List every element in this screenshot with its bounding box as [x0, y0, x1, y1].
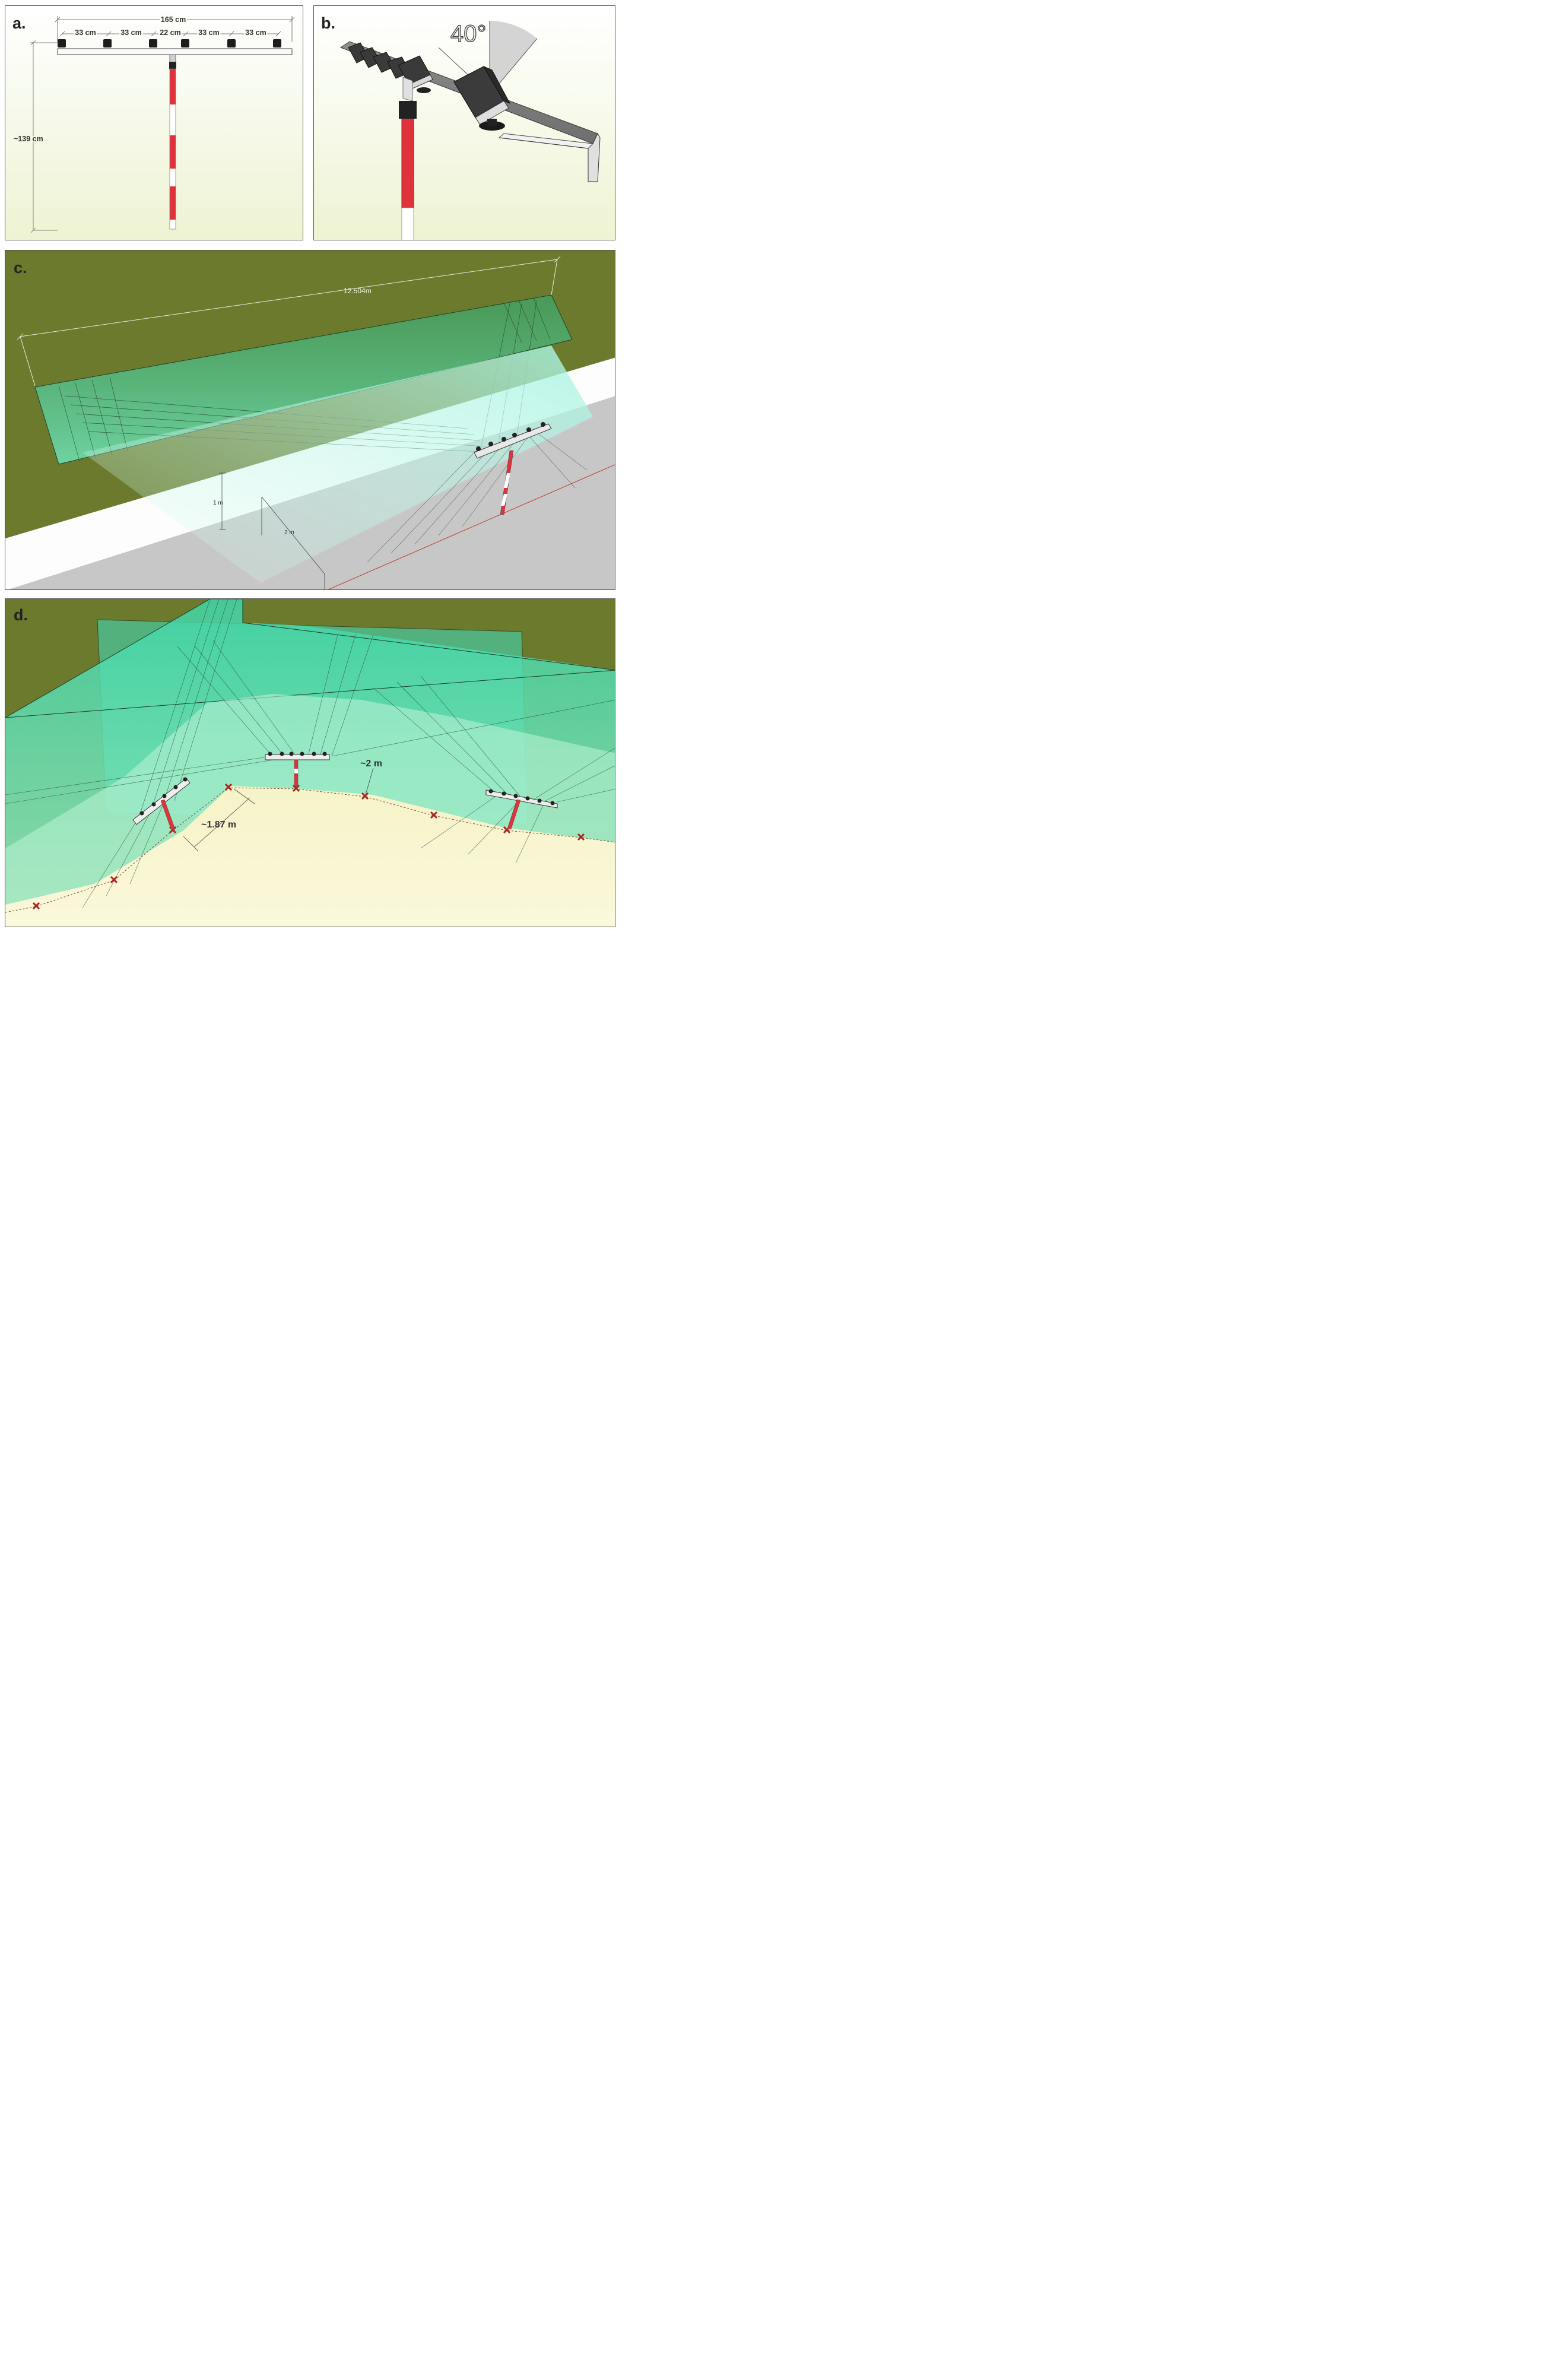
spacing-label-1: 33 cm [75, 28, 96, 37]
total-width-label: 165 cm [161, 15, 186, 24]
camera-rig-left [132, 777, 191, 831]
distance-dimension [364, 768, 374, 797]
range-pole [169, 54, 176, 230]
distance-dimension [261, 496, 325, 589]
span-label: 12.504m [344, 287, 372, 295]
panel-c-drawing: 12.504m 1 m 2 m c. [5, 250, 615, 589]
panel-a: a. 165 cm 33 cm 33 cm 22 cm 33 cm 33 cm [5, 5, 303, 240]
range-pole [399, 77, 417, 240]
panel-d: ~1.87 m ~2 m d. [5, 598, 615, 927]
panel-a-label: a. [12, 14, 26, 32]
panel-b: b. 40° [313, 5, 615, 240]
panel-d-label: d. [14, 606, 28, 624]
camera-rig [474, 422, 552, 515]
camera-middle [398, 55, 433, 93]
camera-rig-right [485, 789, 558, 830]
panel-b-drawing: b. 40° [314, 6, 615, 240]
width-dimension [55, 16, 295, 42]
position-markers [32, 783, 585, 910]
camera-near [453, 65, 511, 131]
panel-b-label: b. [321, 14, 335, 32]
spacing-label: ~1.87 m [201, 820, 236, 830]
distance-label: 2 m [284, 529, 294, 536]
spacing-label-5: 33 cm [245, 28, 266, 37]
panel-a-drawing: a. 165 cm 33 cm 33 cm 22 cm 33 cm 33 cm [5, 6, 303, 240]
spacing-label-3: 22 cm [160, 28, 180, 37]
distance-label: ~2 m [360, 759, 382, 769]
panel-c-label: c. [14, 259, 27, 277]
panel-d-drawing: ~1.87 m ~2 m d. [5, 599, 615, 927]
camera-rig-center [265, 751, 330, 787]
mounting-bar [57, 48, 293, 55]
spacing-labels: 33 cm 33 cm 22 cm 33 cm 33 cm [74, 27, 268, 39]
height-label: ~139 cm [14, 135, 43, 143]
span-dimension [17, 256, 561, 386]
height-dimension [30, 40, 58, 233]
spacing-label-2: 33 cm [120, 28, 141, 37]
spacing-label-4: 33 cm [198, 28, 219, 37]
angle-label: 40° [450, 21, 487, 47]
panel-c: 12.504m 1 m 2 m c. [5, 250, 615, 590]
height-dimension [219, 472, 226, 530]
cameras [58, 39, 281, 47]
height-label: 1 m [213, 500, 223, 506]
spacing-dimension [183, 788, 255, 852]
